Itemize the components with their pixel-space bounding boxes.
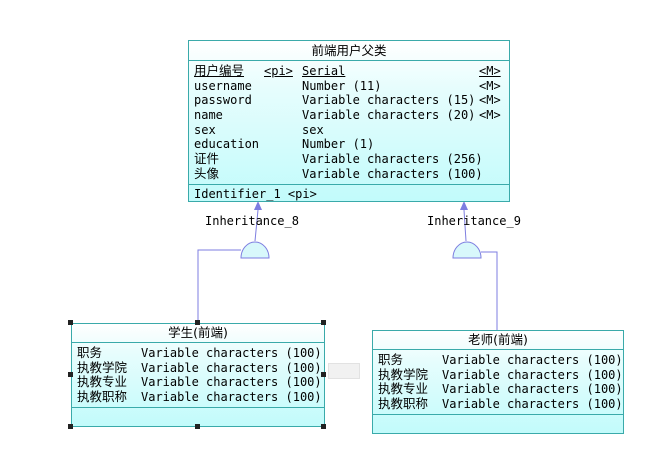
inheritance-8-label: Inheritance_8 [205,214,299,228]
link-inheritance-8-student [197,249,241,323]
attribute-type: Variable characters (100) [442,367,623,382]
attribute-type: Number (11) [302,78,382,93]
resize-handle[interactable] [195,424,200,429]
inheritance-9-symbol[interactable] [452,241,482,259]
attribute-type: Number (1) [302,137,375,152]
attribute-name: name [194,108,223,123]
attribute-type: Variable characters (15) [302,93,476,108]
mandatory-tag: <M> [479,108,501,123]
attribute-row[interactable]: 职务 Variable characters (100) [77,345,324,361]
attribute-name: education [194,137,260,152]
attribute-name: 执教专业 [77,374,128,390]
attribute-row[interactable]: 头像 Variable characters (100) [194,165,509,182]
attribute-type: Variable characters (100) [302,166,483,181]
attribute-row[interactable]: 执教学院 Variable characters (100) [77,359,324,376]
attribute-name: 头像 [194,165,220,181]
attribute-type: Variable characters (20) [302,108,476,123]
attribute-type: Variable characters (100) [442,353,623,367]
entity-teacher[interactable]: 老师(前端) 职务 Variable characters (100) 执教学院 Va… [372,330,624,434]
primary-identifier-tag: <pi> [264,64,293,78]
attribute-row[interactable]: 执教专业 Variable characters (100) [77,375,324,390]
identifier-row[interactable]: 用户编号 <pi> Serial <M> [194,63,509,79]
link-parent-inheritance-9 [463,209,467,242]
inheritance-9-label: Inheritance_9 [427,214,521,228]
resize-handle[interactable] [321,372,326,377]
arrowhead-left [254,201,262,210]
resize-handle[interactable] [68,320,73,325]
inheritance-8-symbol[interactable] [240,241,270,259]
attribute-row[interactable]: 职务 Variable characters (100) [378,352,623,368]
entity-title: 老师(前端) [373,331,623,350]
attribute-row[interactable]: education Number (1) [194,137,509,152]
entity-title: 前端用户父类 [189,41,509,61]
entity-student[interactable]: 学生(前端) 职务 Variable characters (100) 执教学院 Va… [71,323,325,427]
attribute-row[interactable]: 执教专业 Variable characters (100) [378,382,623,397]
attribute-row[interactable]: 执教职称 Variable characters (100) [77,389,324,405]
attribute-name: 证件 [194,151,220,167]
resize-handle[interactable] [68,424,73,429]
attribute-list: 用户编号 <pi> Serial <M> username Number (11)… [189,61,509,185]
link-parent-inheritance-8 [254,209,259,242]
resize-handle[interactable] [195,320,200,325]
attribute-type: Variable characters (100) [141,346,322,360]
hidden-label-box [328,363,360,379]
attribute-row[interactable]: password Variable characters (15)<M> [194,93,509,108]
resize-handle[interactable] [68,372,73,377]
attribute-list: 职务 Variable characters (100) 执教学院 Variable … [72,343,324,408]
mandatory-tag: <M> [479,64,501,78]
attribute-type: sex [302,122,324,137]
mandatory-tag: <M> [479,78,501,93]
attribute-row[interactable]: sex sex [194,123,509,138]
attribute-name: 职务 [77,345,103,360]
attribute-row[interactable]: name Variable characters (20)<M> [194,108,509,123]
attribute-type: Serial [302,64,346,78]
attribute-row[interactable]: username Number (11) <M> [194,79,509,94]
arrowhead-right [460,201,468,210]
link-inheritance-9-teacher [481,251,498,330]
attribute-name: sex [194,122,216,137]
resize-handle[interactable] [321,424,326,429]
attribute-name: 执教学院 [378,366,429,382]
attribute-name: 执教职称 [77,389,128,405]
resize-handle[interactable] [321,320,326,325]
attribute-type: Variable characters (100) [442,397,623,412]
attribute-name: username [194,78,252,93]
attribute-name: password [194,93,252,108]
attribute-name: 执教学院 [77,359,128,375]
attribute-row[interactable]: 执教学院 Variable characters (100) [378,366,623,383]
attribute-name: 执教专业 [378,381,429,397]
attribute-name: 用户编号 [194,63,245,78]
attribute-name: 执教职称 [378,396,429,412]
attribute-type: Variable characters (100) [442,382,623,397]
mandatory-tag: <M> [479,93,501,108]
identifier-footer: Identifier_1 <pi> [194,187,317,201]
attribute-type: Variable characters (100) [141,390,322,405]
attribute-type: Variable characters (100) [141,375,322,390]
entity-title: 学生(前端) [72,324,324,343]
attribute-type: Variable characters (256) [302,152,483,167]
attribute-row[interactable]: 执教职称 Variable characters (100) [378,396,623,412]
attribute-type: Variable characters (100) [141,360,322,375]
attribute-name: 职务 [378,352,404,367]
attribute-list: 职务 Variable characters (100) 执教学院 Variable … [373,350,623,415]
attribute-row[interactable]: 证件 Variable characters (256) [194,151,509,167]
